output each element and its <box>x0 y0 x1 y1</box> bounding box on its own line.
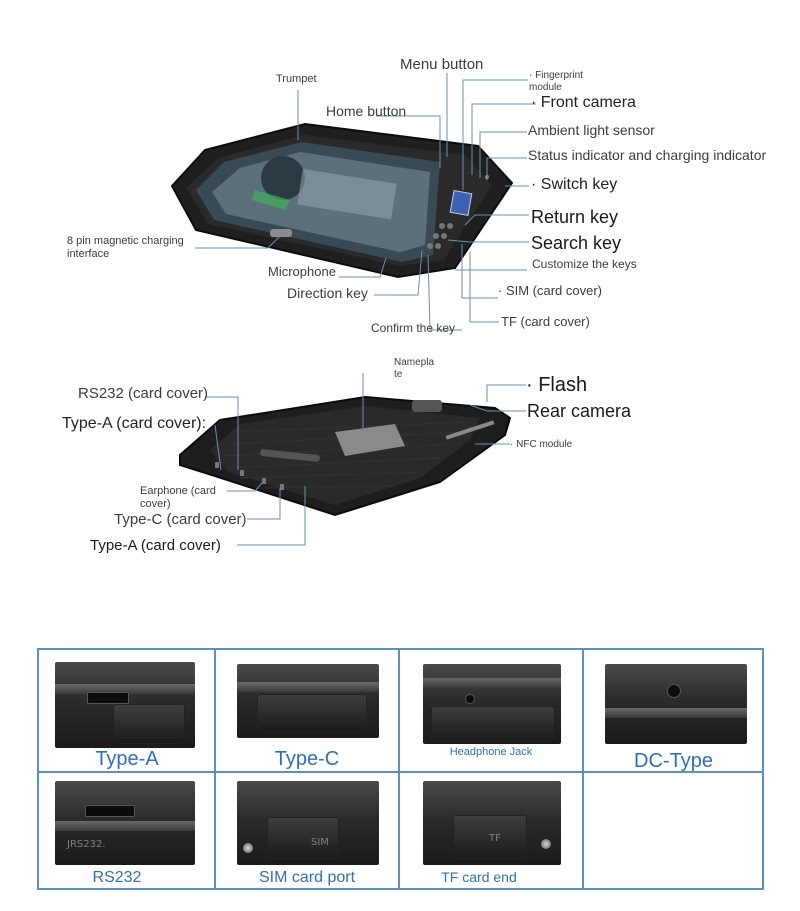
ambient-light-sensor-label: Ambient light sensor <box>528 122 655 138</box>
nameplate-label-line1: Namepla <box>394 357 435 368</box>
status-indicator-label: Status indicator and charging indicator <box>528 147 767 163</box>
port-cell-dc-type: DC-Type <box>583 650 764 772</box>
empty-cell <box>583 773 764 890</box>
type-a-caption: Type-A <box>95 748 159 770</box>
sim-card-port-photo: SIM <box>237 781 379 865</box>
port-cell-rs232: JRS232. RS232 <box>39 773 215 890</box>
trumpet-label: Trumpet <box>276 73 317 85</box>
tf-card-cover-label: TF (card cover) <box>501 314 590 329</box>
sim-card-port-caption: SIM card port <box>258 869 356 886</box>
type-a-top-card-cover-label: Type-A (card cover): <box>62 415 207 432</box>
grid-divider <box>39 771 762 773</box>
port-photo-grid: Type-A Type-C Headphone Jack DC-Type JRS… <box>37 648 764 890</box>
earphone-card-cover-label-line2: cover) <box>140 498 171 510</box>
search-key-label: Search key <box>531 233 622 253</box>
rear-camera-label: Rear camera <box>527 401 632 421</box>
magnetic-interface-label-line1: 8 pin magnetic charging <box>67 235 184 247</box>
headphone-jack-caption: Headphone Jack <box>449 746 533 758</box>
earphone-card-cover-label-line1: Earphone (card <box>140 485 216 497</box>
tf-card-end-caption: TF card end <box>441 869 517 885</box>
dc-type-port-photo <box>605 664 747 744</box>
sim-etch: SIM <box>311 837 329 848</box>
magnetic-interface-label-line2: interface <box>67 248 110 260</box>
tf-etch: TF <box>489 833 501 844</box>
dc-type-caption: DC-Type <box>634 750 713 772</box>
diagram-drawing <box>170 73 536 546</box>
front-camera-label: · Front camera <box>531 94 636 111</box>
nfc-module-label: · NFC module <box>510 439 573 450</box>
port-cell-tf: TF TF card end <box>399 773 583 890</box>
port-cell-type-a: Type-A <box>39 650 215 772</box>
port-cell-headphone: Headphone Jack <box>399 650 583 772</box>
type-c-caption: Type-C <box>274 748 340 770</box>
confirm-key-label: Confirm the key <box>371 321 456 335</box>
rs232-caption: RS232 <box>92 869 142 886</box>
port-cell-sim: SIM SIM card port <box>215 773 399 890</box>
port-cell-type-c: Type-C <box>215 650 399 772</box>
menu-button-label: Menu button <box>400 56 484 73</box>
fingerprint-label-line2: module <box>529 82 562 93</box>
sim-card-cover-label: · SIM (card cover) <box>498 283 603 298</box>
rs232-port-photo: JRS232. <box>55 781 195 865</box>
switch-key-label: · Switch key <box>531 176 618 193</box>
front-leader-lines <box>195 73 536 331</box>
microphone-label: Microphone <box>268 264 336 279</box>
return-key-label: Return key <box>531 207 619 227</box>
front-tablet-illustration <box>170 122 514 279</box>
nameplate-label-line2: te <box>394 369 403 380</box>
tf-card-end-photo: TF <box>423 781 561 865</box>
back-tablet-illustration <box>179 395 512 517</box>
customize-keys-label: Customize the keys <box>532 257 637 271</box>
direction-key-label: Direction key <box>287 285 368 301</box>
back-leader-lines <box>205 373 526 546</box>
grid-divider <box>214 650 216 888</box>
type-a-bottom-card-cover-label: Type-A (card cover) <box>90 537 221 554</box>
type-a-port-photo <box>55 662 195 748</box>
flash-label: · Flash <box>526 374 588 396</box>
rs232-card-cover-label: RS232 (card cover) <box>78 385 209 402</box>
grid-divider <box>582 650 584 888</box>
fingerprint-label-line1: · Fingerprint <box>529 70 583 81</box>
type-c-card-cover-label: Type-C (card cover) <box>114 511 247 528</box>
headphone-jack-photo <box>423 664 561 744</box>
type-c-port-photo <box>237 664 379 738</box>
rs232-etch: JRS232. <box>67 839 106 850</box>
grid-divider <box>398 650 400 888</box>
home-button-label: Home button <box>326 103 407 119</box>
